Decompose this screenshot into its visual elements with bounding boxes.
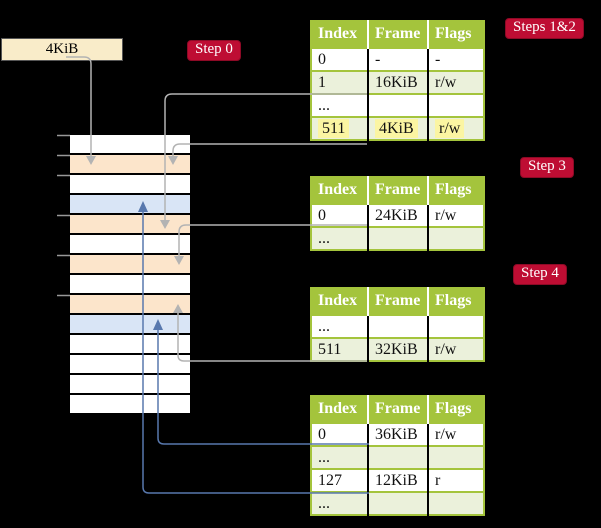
col-header-index: Index <box>311 288 369 315</box>
memory-ticks <box>57 134 70 297</box>
page-table-steps12: Index Frame Flags 0 - - 1 16KiB r/w ... … <box>310 20 485 141</box>
cell-flags: r/w <box>428 337 484 361</box>
table-row: 511 32KiB r/w <box>311 337 484 361</box>
cell-index: 511 <box>311 116 369 140</box>
table-row: ... <box>311 491 484 515</box>
cell-frame <box>368 491 429 515</box>
col-header-frame: Frame <box>368 21 429 48</box>
col-header-frame: Frame <box>368 177 429 204</box>
table-row: ... <box>311 445 484 469</box>
table-header-row: Index Frame Flags <box>311 21 484 48</box>
col-header-flags: Flags <box>428 177 484 204</box>
memory-row-blue <box>70 315 190 335</box>
col-header-flags: Flags <box>428 396 484 423</box>
table-row: ... <box>311 314 484 338</box>
table-row-highlighted: 511 4KiB r/w <box>311 116 484 140</box>
col-header-frame: Frame <box>368 396 429 423</box>
highlight: 511 <box>318 119 350 138</box>
cell-index: 0 <box>311 422 369 446</box>
memory-row-white <box>70 275 190 295</box>
memory-row-white <box>70 135 190 155</box>
cell-index: 0 <box>311 203 369 227</box>
step3-label: Step 3 <box>520 157 574 178</box>
cell-frame: 24KiB <box>368 203 429 227</box>
page-table-step3: Index Frame Flags 0 24KiB r/w ... <box>310 176 485 251</box>
memory-row-white <box>70 335 190 355</box>
col-header-index: Index <box>311 177 369 204</box>
cell-frame <box>368 93 429 117</box>
col-header-index: Index <box>311 21 369 48</box>
cell-index: ... <box>311 314 369 338</box>
cell-index: 0 <box>311 47 369 71</box>
col-header-flags: Flags <box>428 288 484 315</box>
page-table-step4: Index Frame Flags ... 511 32KiB r/w <box>310 287 485 362</box>
table-row: 127 12KiB r <box>311 468 484 492</box>
cell-index: 511 <box>311 337 369 361</box>
table-header-row: Index Frame Flags <box>311 288 484 315</box>
cell-frame: - <box>368 47 429 71</box>
cell-frame <box>368 314 429 338</box>
cell-flags <box>428 445 484 469</box>
cell-frame <box>368 445 429 469</box>
cell-frame: 12KiB <box>368 468 429 492</box>
page-table-bottom: Index Frame Flags 0 36KiB r/w ... 127 12… <box>310 395 485 516</box>
step0-label: Step 0 <box>187 40 241 61</box>
table-row: ... <box>311 226 484 250</box>
col-header-flags: Flags <box>428 21 484 48</box>
cell-flags <box>428 491 484 515</box>
cell-index: 1 <box>311 70 369 94</box>
cell-frame: 16KiB <box>368 70 429 94</box>
cell-flags: r <box>428 468 484 492</box>
table-row: 1 16KiB r/w <box>311 70 484 94</box>
cell-flags: r/w <box>428 116 484 140</box>
memory-row-white <box>70 175 190 195</box>
cell-frame: 4KiB <box>368 116 429 140</box>
cell-flags: - <box>428 47 484 71</box>
cell-flags <box>428 314 484 338</box>
cell-flags: r/w <box>428 422 484 446</box>
page-size-box: 4KiB <box>1 38 123 61</box>
memory-row-peach <box>70 215 190 235</box>
memory-row-white <box>70 235 190 255</box>
memory-row-peach <box>70 155 190 175</box>
col-header-index: Index <box>311 396 369 423</box>
memory-row-white <box>70 355 190 375</box>
memory-row-peach <box>70 255 190 275</box>
memory-column <box>70 135 190 415</box>
cell-frame: 36KiB <box>368 422 429 446</box>
cell-index: ... <box>311 226 369 250</box>
cell-flags: r/w <box>428 203 484 227</box>
cell-index: ... <box>311 93 369 117</box>
table-header-row: Index Frame Flags <box>311 396 484 423</box>
cell-flags: r/w <box>428 70 484 94</box>
table-row: 0 36KiB r/w <box>311 422 484 446</box>
step4-label: Step 4 <box>513 264 567 285</box>
cell-frame <box>368 226 429 250</box>
memory-row-blue <box>70 195 190 215</box>
memory-row-white <box>70 375 190 395</box>
table-row: 0 - - <box>311 47 484 71</box>
table-row: 0 24KiB r/w <box>311 203 484 227</box>
cell-index: ... <box>311 445 369 469</box>
highlight: r/w <box>435 119 465 138</box>
cell-frame: 32KiB <box>368 337 429 361</box>
cell-flags <box>428 226 484 250</box>
steps12-label: Steps 1&2 <box>505 18 584 39</box>
arrow-pte511-to-frame4 <box>172 143 367 156</box>
col-header-frame: Frame <box>368 288 429 315</box>
memory-row-peach <box>70 295 190 315</box>
cell-index: 127 <box>311 468 369 492</box>
memory-row-white <box>70 395 190 415</box>
cell-flags <box>428 93 484 117</box>
highlight: 4KiB <box>375 119 418 138</box>
table-header-row: Index Frame Flags <box>311 177 484 204</box>
table-row: ... <box>311 93 484 117</box>
cell-index: ... <box>311 491 369 515</box>
